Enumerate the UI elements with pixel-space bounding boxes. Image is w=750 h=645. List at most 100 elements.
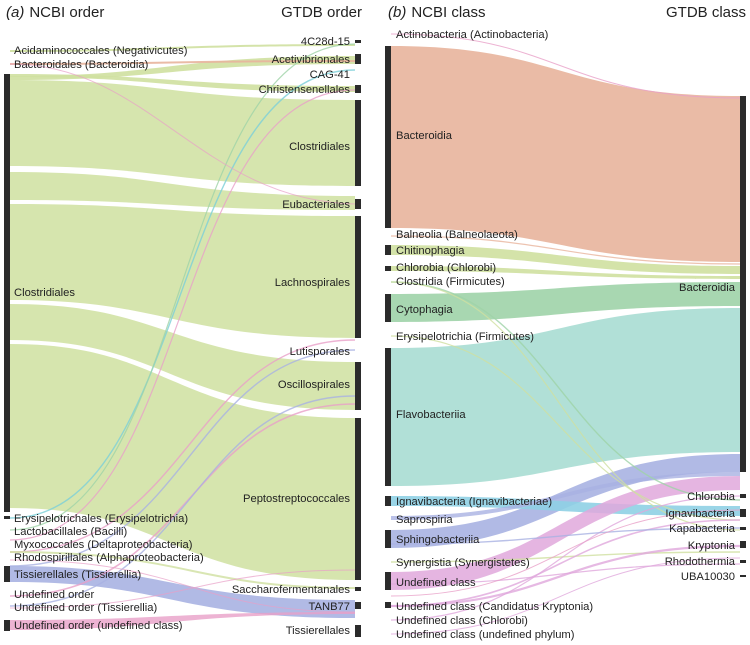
flow-b-cross-11 — [390, 563, 741, 585]
bar-b-left-flavobacteriia — [385, 348, 391, 486]
flow-tissierellales-tissierellales — [10, 566, 355, 618]
b-left-label-chitinophagia: Chitinophagia — [396, 245, 465, 257]
flow-cross-7 — [9, 395, 356, 607]
bar-b-left-bacteroidia — [385, 46, 391, 228]
flow-clostridiales-christensenellales — [10, 74, 355, 92]
bar-a-right-acetivibrionales — [355, 54, 361, 64]
flow-cross-1 — [9, 69, 356, 519]
b-left-label-undefined-class-undefined-phylum: Undefined class (undefined phylum) — [396, 629, 575, 641]
panel-a-right-bars — [355, 40, 361, 637]
a-right-label-lutisporales: Lutisporales — [290, 346, 351, 358]
flow-chlorobia — [391, 266, 740, 279]
panel-a-left-bars — [4, 74, 10, 631]
flow-b-cross-9 — [390, 495, 741, 621]
bar-a-left-undefined-order-undefined-class — [4, 620, 10, 631]
a-right-label-tissierellales: Tissierellales — [286, 625, 351, 637]
flow-cross-11 — [9, 559, 356, 613]
b-left-label-undefined-class: Undefined class — [396, 577, 476, 589]
bar-b-right-rhodothermia — [740, 560, 746, 563]
a-left-label-undefined-order-undefined-class: Undefined order (undefined class) — [14, 620, 183, 632]
bar-a-right-saccharofermentanales — [355, 587, 361, 591]
flow-b-cross-1 — [390, 33, 741, 99]
bar-b-left-chitinophagia — [385, 245, 391, 255]
b-left-label-sphingobacteriia: Sphingobacteriia — [396, 534, 480, 546]
bar-a-right-lachnospirales — [355, 216, 361, 338]
flow-clostridiales-oscillospirales — [10, 304, 355, 410]
a-right-label-christensenellales: Christensenellales — [259, 84, 351, 96]
flow-b-cross-2 — [390, 235, 741, 265]
a-left-label-erysipelotrichales: Erysipelotrichales (Erysipelotrichia) — [14, 513, 188, 525]
flow-undefined-class — [391, 476, 740, 590]
bar-b-right-uba10030 — [740, 575, 746, 577]
flow-bacteroidales — [10, 60, 355, 65]
a-left-label-lactobacillales: Lactobacillales (Bacilli) — [14, 526, 127, 538]
b-left-label-chlorobia: Chlorobia (Chlorobi) — [396, 262, 496, 274]
bar-a-right-clostridiales — [355, 100, 361, 186]
bar-a-right-4c28d-15 — [355, 40, 361, 43]
flow-ignavibacteria — [391, 496, 740, 516]
flow-saprospiria — [391, 472, 740, 520]
panel-b-left-bars — [385, 46, 391, 608]
panel-a-right-labels: 4C28d-15 Acetivibrionales CAG-41 Christe… — [232, 36, 351, 637]
b-left-label-clostridia: Clostridia (Firmicutes) — [396, 276, 505, 288]
panel-b-left-title-text: NCBI class — [411, 4, 485, 21]
a-right-label-cag-41: CAG-41 — [310, 69, 350, 81]
panel-a-left-labels: Acidaminococcales (Negativicutes) Bacter… — [14, 45, 204, 632]
flow-clostridiales-eubacteriales — [10, 172, 355, 210]
flow-cross-4 — [9, 339, 356, 553]
panel-b-label: (b) — [388, 4, 406, 21]
bar-a-left-erysipelotrichales — [4, 516, 10, 519]
bar-b-left-sphingobacteriia — [385, 530, 391, 548]
flow-b-cross-13 — [390, 509, 741, 597]
panel-a-flows — [9, 43, 356, 630]
b-left-label-erysipelotrichia: Erysipelotrichia (Firmicutes) — [396, 331, 534, 343]
flow-acidaminococcales — [10, 44, 355, 52]
bar-b-right-chlorobia — [740, 494, 746, 498]
a-left-label-myxococcales: Myxococcales (Deltaproteobacteria) — [14, 539, 193, 551]
b-right-label-uba10030: UBA10030 — [681, 571, 735, 583]
a-left-label-undefined-order: Undefined order — [14, 589, 95, 601]
a-right-label-saccharofermentanales: Saccharofermentanales — [232, 584, 351, 596]
b-right-label-ignavibacteria: Ignavibacteria — [665, 508, 735, 520]
bar-a-right-oscillospirales — [355, 362, 361, 410]
panel-a-left-title: (a)NCBI order — [6, 4, 104, 21]
bar-a-left-clostridiales — [4, 74, 10, 512]
bar-a-right-tanb77 — [355, 602, 361, 609]
flow-b-cross-12 — [390, 527, 741, 545]
a-right-label-eubacteriales: Eubacteriales — [282, 199, 350, 211]
a-right-label-clostridiales: Clostridiales — [289, 141, 350, 153]
b-left-label-actinobacteria: Actinobacteria (Actinobacteria) — [396, 29, 549, 41]
a-left-label-undefined-order-tissierellia: Undefined order (Tissierellia) — [14, 602, 157, 614]
a-right-label-lachnospirales: Lachnospirales — [275, 277, 351, 289]
panel-a-label: (a) — [6, 4, 24, 21]
flow-cross-3 — [9, 89, 356, 541]
b-left-label-bacteroidia: Bacteroidia — [396, 130, 453, 142]
bar-a-right-christensenellales — [355, 85, 361, 93]
flow-b-cross-8 — [390, 544, 741, 608]
flow-clostridiales-lachnospirales — [10, 204, 355, 338]
bar-b-right-ignavibacteria — [740, 509, 746, 517]
b-left-label-synergistia: Synergistia (Synergistetes) — [396, 557, 530, 569]
a-left-label-acidaminococcales: Acidaminococcales (Negativicutes) — [14, 45, 188, 57]
bar-b-right-kryptonia — [740, 541, 746, 548]
b-left-label-saprospiria: Saprospiria — [396, 514, 453, 526]
a-right-label-peptostreptococcales: Peptostreptococcales — [243, 493, 350, 505]
bar-a-right-peptostreptococcales — [355, 418, 361, 580]
b-right-label-kryptonia: Kryptonia — [688, 540, 736, 552]
b-right-label-rhodothermia: Rhodothermia — [665, 556, 736, 568]
flow-b-cross-7 — [390, 519, 741, 607]
panel-b-right-title: GTDB class — [666, 4, 746, 21]
panel-b-right-labels: Bacteroidia Chlorobia Ignavibacteria Kap… — [665, 282, 736, 583]
flow-bacteroidia-bacteroidia — [391, 46, 740, 262]
panel-b-left-title: (b) NCBI class — [388, 4, 486, 21]
a-left-label-tissierellales: Tissierellales (Tissierellia) — [14, 569, 141, 581]
a-left-label-bacteroidales: Bacteroidales (Bacteroidia) — [14, 59, 149, 71]
b-right-label-chlorobia: Chlorobia — [687, 491, 736, 503]
b-left-label-flavobacteriia: Flavobacteriia — [396, 409, 466, 421]
panel-b-flows — [390, 33, 741, 635]
a-right-label-tanb77: TANB77 — [309, 601, 350, 613]
flow-undefined-order-tissierellales — [10, 612, 355, 630]
panel-b-left-labels: Actinobacteria (Actinobacteria) Bacteroi… — [396, 29, 593, 641]
bar-b-left-ignavibacteria — [385, 496, 391, 506]
flow-clostridiales-peptostreptococcales — [10, 344, 355, 580]
